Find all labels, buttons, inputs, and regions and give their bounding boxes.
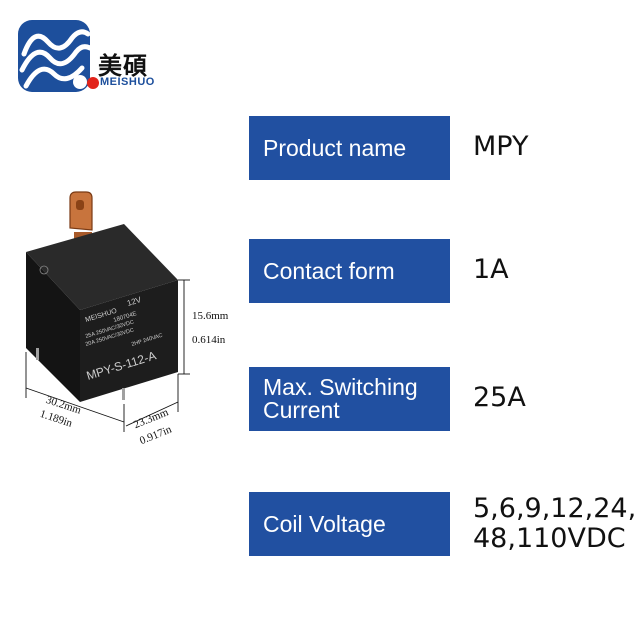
height-in-label: 0.614in xyxy=(192,334,226,346)
spec-value-coil-voltage: 5,6,9,12,24, 48,110VDC xyxy=(473,494,636,554)
brand-name-chinese: 美碩 xyxy=(98,52,148,80)
brand-red-dot-icon xyxy=(87,77,99,89)
relay-product-photo: MEISHUO 12V 180704E 25A 250VAC/30VDC 20A… xyxy=(25,191,190,432)
coil-voltage-line-1: 5,6,9,12,24, xyxy=(473,493,637,524)
height-mm-label: 15.6mm xyxy=(192,310,229,322)
spec-value-max-switching-current: 25A xyxy=(473,382,526,413)
spec-label-max-switching-current: Max. Switching Current xyxy=(249,367,450,431)
coil-voltage-line-2: 48,110VDC xyxy=(473,523,626,554)
brand-name-english: MEISHUO xyxy=(100,76,155,88)
meishuo-logo-icon xyxy=(18,20,90,92)
spec-value-contact-form: 1A xyxy=(473,254,509,285)
spec-label-product-name: Product name xyxy=(249,116,450,180)
brand-logo: 美碩 MEISHUO xyxy=(18,20,178,100)
spec-value-product-name: MPY xyxy=(473,131,529,162)
svg-text:12V: 12V xyxy=(126,295,143,308)
spec-label-contact-form: Contact form xyxy=(249,239,450,303)
spec-label-coil-voltage: Coil Voltage xyxy=(249,492,450,556)
relay-illustration: MEISHUO 12V 180704E 25A 250VAC/30VDC 20A… xyxy=(14,188,246,458)
